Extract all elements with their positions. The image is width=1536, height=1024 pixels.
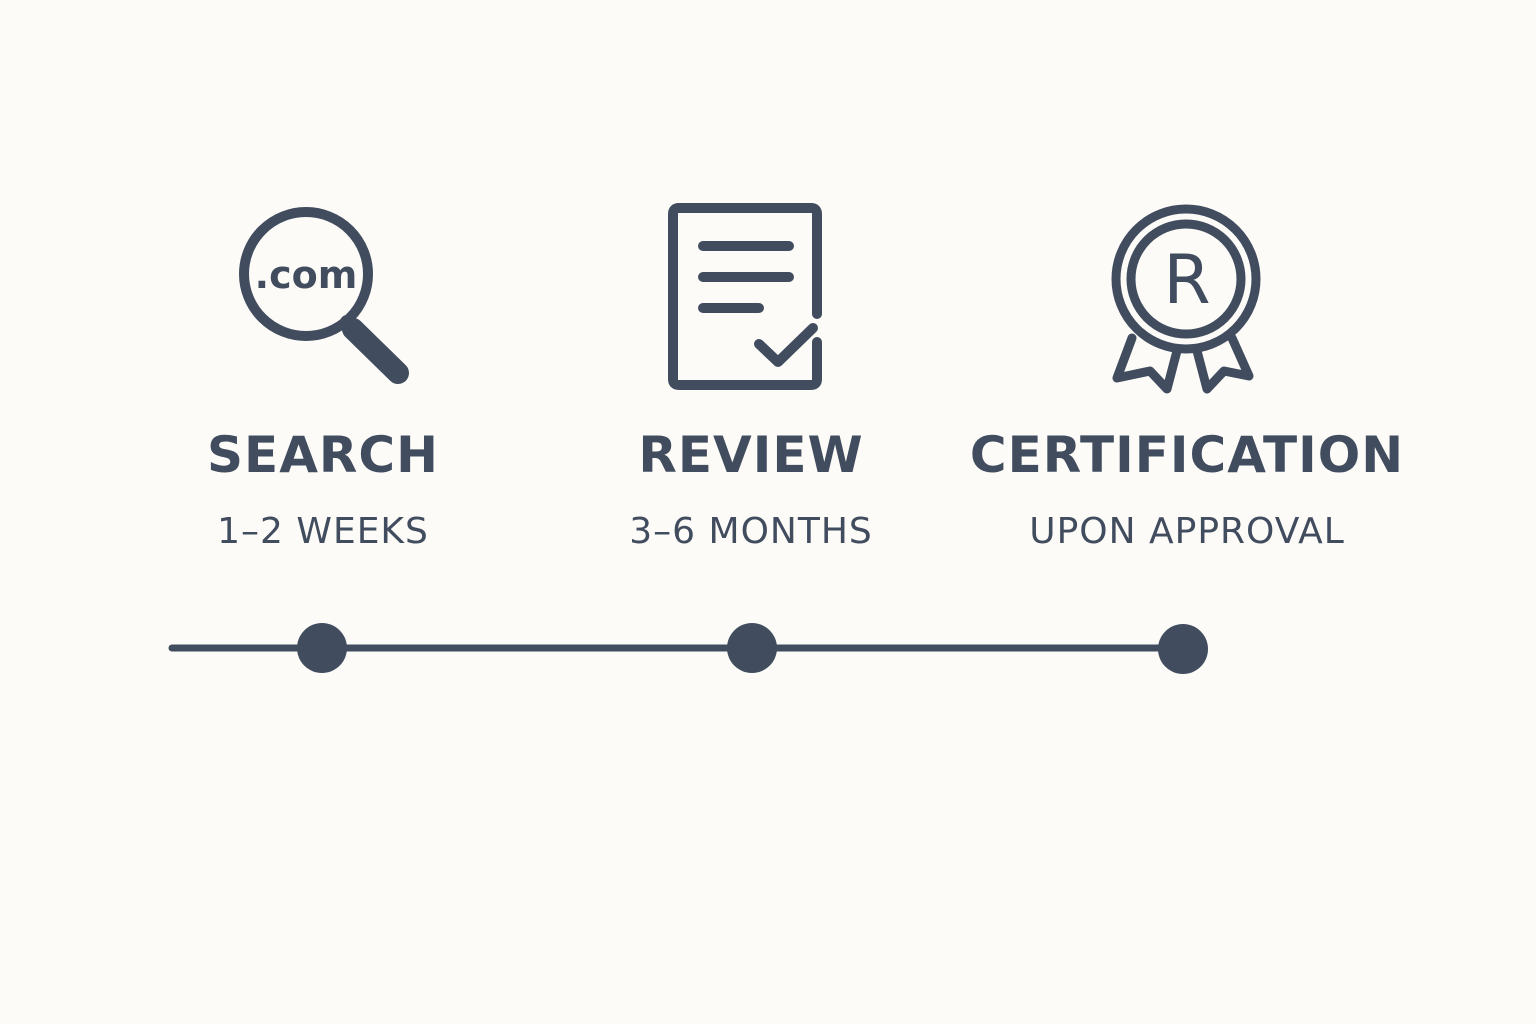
timeline-dot-review: [727, 623, 777, 673]
registered-mark-text: R: [1163, 241, 1210, 320]
step-title: CERTIFICATION: [969, 426, 1405, 484]
registered-badge-icon: R: [1087, 196, 1287, 400]
step-certification: R CERTIFICATION UPON APPROVAL: [947, 0, 1427, 1024]
step-duration: 1–2 WEEKS: [217, 511, 429, 552]
magnifier-domain-text: .com: [255, 253, 358, 297]
step-duration: UPON APPROVAL: [1029, 511, 1345, 552]
document-check-icon: [651, 196, 851, 400]
step-title: REVIEW: [638, 426, 864, 484]
timeline-dot-certification: [1158, 624, 1208, 674]
magnifier-icon: .com: [223, 196, 423, 400]
step-review: REVIEW 3–6 MONTHS: [511, 0, 991, 1024]
step-title: SEARCH: [207, 426, 439, 484]
step-duration: 3–6 MONTHS: [629, 511, 873, 552]
step-search: .com SEARCH 1–2 WEEKS: [83, 0, 563, 1024]
timeline-dot-search: [297, 623, 347, 673]
